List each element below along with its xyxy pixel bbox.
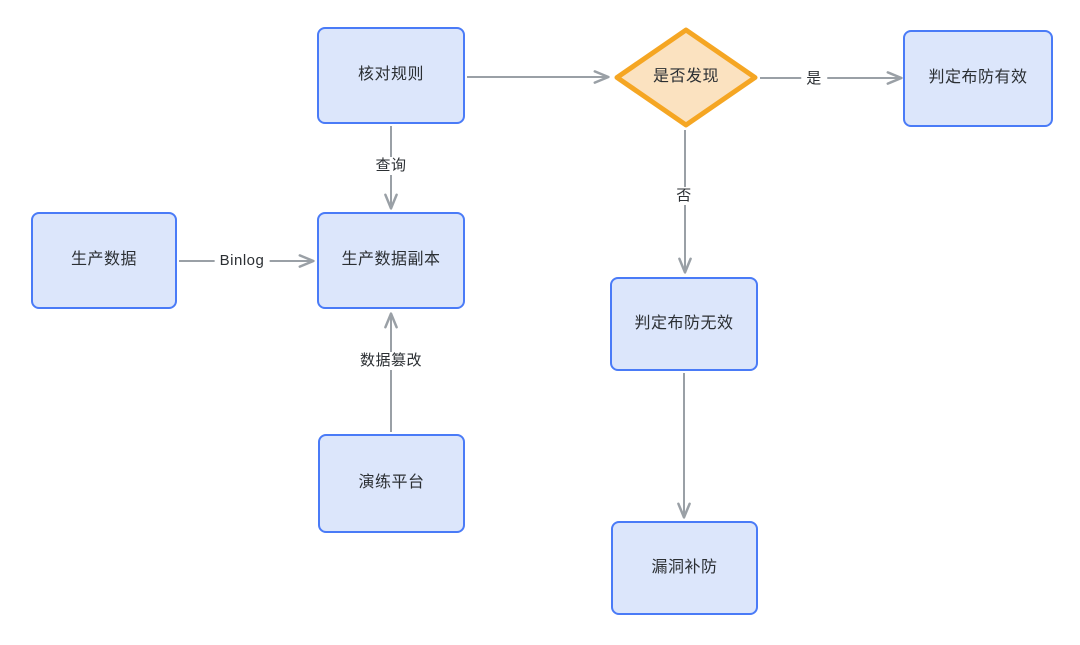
edge-label-yes: 是 [801,70,827,88]
node-defense-invalid[interactable]: 判定布防无效 [610,277,758,371]
edge-label-no: 否 [671,187,697,205]
edge-label-data-tamper: 数据篡改 [354,352,428,370]
node-label: 判定布防无效 [634,314,734,332]
node-label: 生产数据副本 [341,251,441,269]
edge-label-query: 查询 [370,157,412,175]
node-label: 判定布防有效 [928,69,1028,87]
node-is-found[interactable]: 是否发现 [614,27,758,128]
node-label: 核对规则 [357,66,424,84]
node-patch-vuln[interactable]: 漏洞补防 [611,521,758,615]
node-prod-data-copy[interactable]: 生产数据副本 [317,212,465,309]
diamond-shape [614,27,758,128]
node-prod-data[interactable]: 生产数据 [31,212,177,309]
node-defense-valid[interactable]: 判定布防有效 [903,30,1053,127]
node-label: 生产数据 [70,251,137,269]
node-label: 漏洞补防 [651,558,718,576]
node-rule-check[interactable]: 核对规则 [317,27,465,124]
node-label: 演练平台 [358,474,425,492]
edge-label-binlog: Binlog [214,252,270,270]
node-drill-platform[interactable]: 演练平台 [318,434,465,533]
node-label: 是否发现 [652,68,719,86]
